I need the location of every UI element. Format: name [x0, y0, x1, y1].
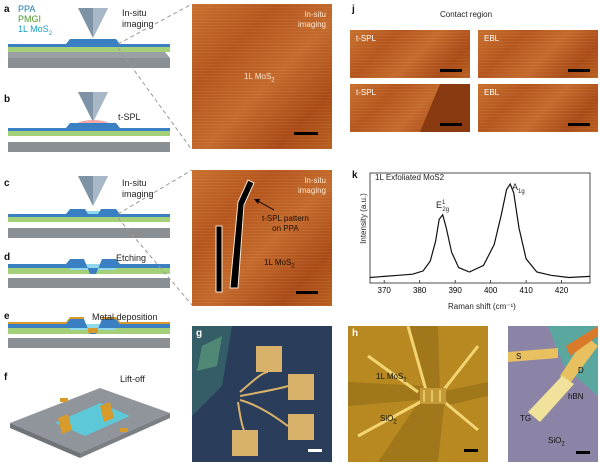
peak-a1g: A1g — [512, 182, 525, 195]
x-tick-label: 370 — [378, 286, 392, 295]
h-sio2-label: SiO2 — [380, 414, 397, 426]
x-tick-label: 410 — [519, 286, 533, 295]
schematic-c — [8, 176, 170, 238]
tile-ebl-1: EBL — [478, 30, 598, 78]
panel-e-label: e — [4, 311, 10, 322]
g-scalebar — [308, 449, 322, 452]
panel-d-label: d — [4, 252, 11, 263]
panel-f-label: f — [4, 372, 8, 383]
panel-c-label: c — [4, 178, 10, 189]
peak-e2g: E12g — [436, 200, 450, 213]
optical-image-i: S D TG hBN SiO2 — [508, 326, 598, 462]
tile-ebl-2-scalebar — [568, 123, 590, 126]
tile-tspl-2-scalebar — [440, 123, 462, 126]
h-mos2-label: 1L MoS2 — [376, 372, 407, 384]
optical-image-h: h 1L MoS2 SiO2 — [348, 326, 488, 462]
afm-top-scalebar — [294, 132, 318, 135]
legend-pmgi: PMGI — [18, 14, 42, 24]
schematic-d — [8, 259, 170, 288]
panel-b-label: b — [4, 94, 11, 105]
afm-top-mos2: 1L MoS2 — [244, 72, 275, 84]
chart-xlabel: Raman shift (cm⁻¹) — [448, 302, 516, 311]
guide-lines — [118, 3, 193, 306]
i-hbn-label: hBN — [568, 392, 584, 401]
x-tick-label: 390 — [448, 286, 462, 295]
panel-j-label: j — [352, 4, 355, 15]
panel-h-label: h — [352, 328, 359, 339]
panel-a-label: a — [4, 4, 10, 15]
x-tick-label: 420 — [555, 286, 569, 295]
afm-bottom-mos2: 1L MoS2 — [264, 258, 295, 270]
tile-ebl-1-label: EBL — [484, 34, 500, 43]
tile-tspl-1-scalebar — [440, 69, 462, 72]
tile-tspl-2: t-SPL — [350, 84, 470, 132]
raman-chart: 370 380 390 400 410 420 — [369, 172, 591, 295]
series-line — [369, 182, 591, 279]
panel-k-label: k — [352, 170, 358, 181]
step-f-label: Lift-off — [120, 374, 145, 384]
x-tick-label: 400 — [484, 286, 498, 295]
legend-ppa: PPA — [18, 4, 36, 14]
optical-image-g: g — [192, 326, 332, 462]
tile-tspl-1: t-SPL — [350, 30, 470, 78]
legend-mos2: 1L MoS2 — [18, 24, 53, 37]
i-source-label: S — [516, 352, 522, 361]
contact-region-title: Contact region — [440, 10, 493, 19]
x-tick-label: 380 — [413, 286, 427, 295]
tile-ebl-2: EBL — [478, 84, 598, 132]
afm-bottom-scalebar — [296, 291, 318, 294]
i-tg-label: TG — [520, 414, 532, 423]
schematic-b — [8, 92, 170, 152]
panel-g-label: g — [196, 328, 203, 339]
tile-ebl-2-label: EBL — [484, 88, 500, 97]
tile-ebl-1-scalebar — [568, 69, 590, 72]
tile-tspl-2-label: t-SPL — [356, 88, 377, 97]
schematic-f — [10, 388, 170, 458]
chart-frame — [369, 172, 591, 284]
i-scalebar — [576, 451, 590, 454]
chart-ylabel: Intensity (a.u.) — [358, 193, 368, 244]
h-scalebar — [464, 449, 478, 452]
schematic-a — [8, 8, 170, 68]
chart-title: 1L Exfoliated MoS2 — [375, 173, 445, 182]
tile-tspl-1-label: t-SPL — [356, 34, 377, 43]
step-b-label: t-SPL — [118, 112, 141, 122]
step-e-label: Metal deposition — [92, 312, 158, 322]
schematic-e — [8, 317, 170, 348]
step-d-label: Etching — [116, 253, 147, 263]
i-sio2-label: SiO2 — [548, 436, 565, 448]
i-drain-label: D — [578, 366, 584, 375]
